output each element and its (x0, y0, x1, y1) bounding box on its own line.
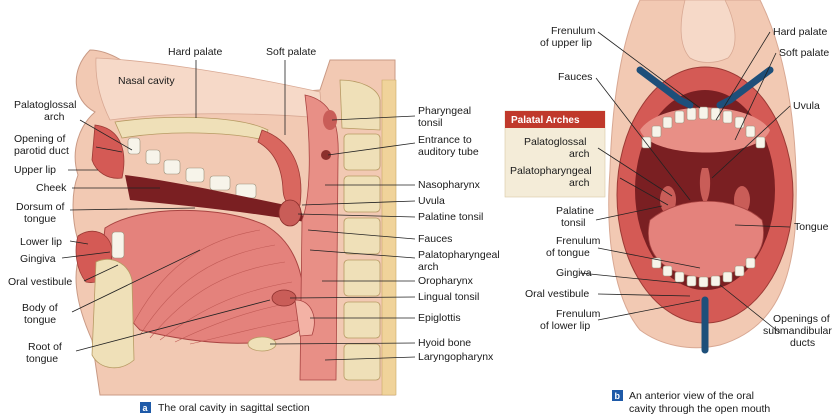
label-body-tongue-2: tongue (24, 314, 56, 326)
label-hard-palate: Hard palate (168, 46, 222, 58)
label-palatine-tonsil-b-2: tonsil (561, 217, 586, 229)
label-auditory-tube-2: auditory tube (418, 146, 479, 158)
panel-a-caption: a The oral cavity in sagittal section (140, 402, 310, 414)
panel-b-labels: Frenulum of upper lip Fauces Palatogloss… (510, 25, 832, 349)
label-pharyngeal-tonsil-2: tonsil (418, 117, 443, 129)
label-parotid-1: Opening of (14, 133, 65, 145)
label-upper-lip: Upper lip (14, 164, 56, 176)
panel-b-caption-line-2: cavity through the open mouth (629, 403, 770, 415)
label-epiglottis: Epiglottis (418, 312, 461, 324)
label-fauces-b: Fauces (558, 71, 592, 83)
label-body-tongue-1: Body of (22, 302, 58, 314)
panel-a-caption-text: The oral cavity in sagittal section (158, 402, 310, 414)
label-palatine-tonsil-a: Palatine tonsil (418, 211, 483, 223)
panel-a-leader-lines (61, 60, 416, 361)
label-tongue-b: Tongue (794, 221, 829, 233)
label-submandibular-2: submandibular (763, 325, 832, 337)
label-palatopharyngeal-b-1: Palatopharyngeal (510, 165, 592, 177)
palatal-arches-title: Palatal Arches (511, 115, 580, 126)
label-nasal-cavity: Nasal cavity (118, 75, 175, 87)
label-nasopharynx: Nasopharynx (418, 179, 481, 191)
label-cheek: Cheek (36, 182, 67, 194)
label-soft-palate-b: Soft palate (779, 47, 829, 59)
panel-b-badge (612, 390, 623, 401)
label-auditory-tube-1: Entrance to (418, 134, 472, 146)
label-palatopharyngeal-2: arch (418, 261, 439, 273)
label-palatopharyngeal-1: Palatopharyngeal (418, 249, 500, 261)
label-frenulum-lower-2: of lower lip (540, 320, 590, 332)
label-hard-palate-b: Hard palate (773, 26, 827, 38)
label-palatoglossal-b-1: Palatoglossal (524, 136, 586, 148)
label-palatoglossal-arch-a-2: arch (44, 111, 65, 123)
label-root-tongue-1: Root of (28, 341, 62, 353)
label-palatoglossal-b-2: arch (569, 148, 590, 160)
anterior-view-illustration (608, 0, 797, 354)
label-soft-palate: Soft palate (266, 46, 316, 58)
label-pharyngeal-tonsil-1: Pharyngeal (418, 105, 471, 117)
panel-b-caption: b An anterior view of the oral cavity th… (612, 390, 770, 415)
panel-a-labels: Hard palate Soft palate Nasal cavity Pal… (8, 46, 500, 365)
label-oropharynx: Oropharynx (418, 275, 474, 287)
label-laryngopharynx: Laryngopharynx (418, 351, 494, 363)
label-fauces-a: Fauces (418, 233, 452, 245)
label-uvula-a: Uvula (418, 195, 445, 207)
label-oral-vestibule-b: Oral vestibule (525, 288, 589, 300)
label-palatopharyngeal-b-2: arch (569, 177, 590, 189)
label-lingual-tonsil: Lingual tonsil (418, 291, 479, 303)
label-dorsum-2: tongue (24, 213, 56, 225)
label-frenulum-tongue-1: Frenulum (556, 235, 601, 247)
label-submandibular-3: ducts (790, 337, 815, 349)
label-palatoglossal-arch-a-1: Palatoglossal (14, 99, 76, 111)
label-lower-lip: Lower lip (20, 236, 62, 248)
label-frenulum-upper-2: of upper lip (540, 37, 592, 49)
label-uvula-b: Uvula (793, 100, 820, 112)
palatal-arches-box: Palatal Arches (504, 110, 606, 198)
sagittal-section-illustration (72, 49, 397, 396)
label-gingiva-a: Gingiva (20, 253, 56, 265)
upper-teeth (641, 106, 766, 149)
label-palatine-tonsil-b-1: Palatine (556, 205, 594, 217)
panel-b-badge-letter: b (615, 391, 621, 401)
label-submandibular-1: Openings of (773, 313, 830, 325)
label-frenulum-tongue-2: of tongue (546, 247, 590, 259)
label-oral-vestibule-a: Oral vestibule (8, 276, 72, 288)
label-frenulum-lower-1: Frenulum (556, 308, 601, 320)
panel-b-leader-lines (579, 31, 791, 334)
panel-a-badge (140, 402, 151, 413)
label-frenulum-upper-1: Frenulum (551, 25, 596, 37)
lower-teeth (651, 257, 756, 288)
label-dorsum-1: Dorsum of (16, 201, 65, 213)
label-hyoid-bone: Hyoid bone (418, 337, 471, 349)
label-parotid-2: parotid duct (14, 145, 69, 157)
panel-a-badge-letter: a (143, 403, 149, 413)
label-gingiva-b: Gingiva (556, 267, 592, 279)
panel-b-caption-line-1: An anterior view of the oral (629, 390, 754, 402)
label-root-tongue-2: tongue (26, 353, 58, 365)
